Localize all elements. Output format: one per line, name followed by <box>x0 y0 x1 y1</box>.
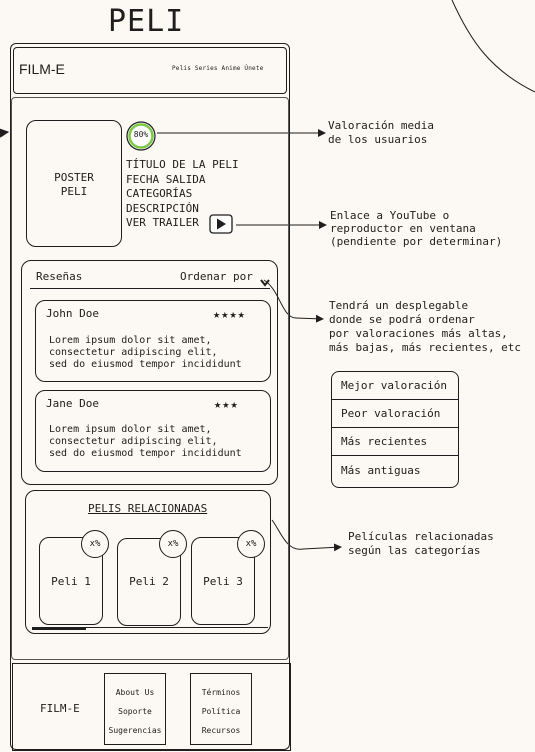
sort-dropdown[interactable]: Ordenar por <box>180 270 253 283</box>
left-edge-arrow <box>0 128 10 138</box>
footer-link-about[interactable]: About Us <box>115 688 155 697</box>
rating-badge: 80% <box>125 120 156 151</box>
reviews-divider <box>30 288 270 289</box>
footer-logo: FILM-E <box>40 702 80 715</box>
phone-frame <box>10 43 290 750</box>
review-text: Lorem ipsum dolor sit amet, consectetur … <box>49 424 242 459</box>
review-author: John Doe <box>46 307 99 320</box>
movie-release-date: FECHA SALIDA <box>126 172 206 186</box>
footer-links-1: About Us Soporte Sugerencias <box>104 683 166 740</box>
poster-placeholder <box>26 120 122 247</box>
annotation-sort: Tendrá un desplegable donde se podrá ord… <box>329 299 522 354</box>
related-scrollbar[interactable] <box>32 627 268 631</box>
site-footer <box>12 663 291 751</box>
related-section <box>25 490 271 634</box>
related-card-1[interactable] <box>39 537 103 625</box>
related-scrollbar-thumb[interactable] <box>32 627 86 630</box>
chevron-down-icon[interactable] <box>260 272 270 291</box>
footer-link-policy[interactable]: Política <box>201 707 241 716</box>
related-card-2[interactable] <box>117 538 181 626</box>
footer-column-2 <box>190 673 252 745</box>
header-logo[interactable]: FILM-E <box>19 61 65 77</box>
related-badge: x% <box>237 530 265 558</box>
related-label: Peli 2 <box>129 575 169 588</box>
annotation-trailer: Enlace a YouTube o reproductor en ventan… <box>330 209 503 248</box>
header-nav[interactable]: Pelis Series Anime Únete <box>172 65 264 72</box>
related-title: PELIS RELACIONADAS <box>88 502 208 515</box>
annotation-rating: Valoración media de los usuarios <box>328 119 434 146</box>
page-title: PELI <box>108 4 185 39</box>
footer-link-terms[interactable]: Términos <box>201 688 241 697</box>
sort-option-oldest[interactable]: Más antiguas <box>341 463 421 477</box>
movie-description: DESCRIPCIÓN <box>126 201 199 215</box>
reviews-title: Reseñas <box>36 270 83 283</box>
footer-column-1 <box>104 673 166 745</box>
review-stars: ★★★ <box>214 397 239 411</box>
rating-ring-icon <box>126 121 156 151</box>
sort-option-newest[interactable]: Más recientes <box>332 428 458 456</box>
footer-link-support[interactable]: Soporte <box>118 707 152 716</box>
main-content <box>11 97 289 660</box>
play-icon <box>209 214 233 234</box>
movie-title: TÍTULO DE LA PELI <box>126 158 239 171</box>
sort-option-best[interactable]: Mejor valoración <box>332 372 458 400</box>
review-author: Jane Doe <box>46 397 99 410</box>
review-stars: ★★★★ <box>213 307 246 321</box>
related-label: Peli 1 <box>51 575 91 588</box>
annotation-related: Películas relacionadas según las categor… <box>348 530 494 557</box>
reviews-section <box>21 260 278 485</box>
review-card <box>35 300 271 382</box>
play-trailer-button[interactable] <box>209 214 233 234</box>
decorative-curve <box>451 0 535 93</box>
footer-link-resources[interactable]: Recursos <box>201 726 241 735</box>
trailer-link[interactable]: VER TRAILER <box>126 216 199 229</box>
related-label: Peli 3 <box>203 575 243 588</box>
rating-value: 80% <box>133 130 149 139</box>
site-header <box>13 47 287 94</box>
related-card-3[interactable] <box>191 537 255 625</box>
related-badge: x% <box>81 530 109 558</box>
sort-option-worst[interactable]: Peor valoración <box>332 400 458 428</box>
movie-categories: CATEGORÍAS <box>126 187 193 200</box>
review-text: Lorem ipsum dolor sit amet, consectetur … <box>49 335 242 370</box>
review-card <box>35 390 271 472</box>
poster-label: POSTER PELI <box>54 171 94 198</box>
footer-links-2: Términos Política Recursos <box>190 683 252 740</box>
footer-link-suggestions[interactable]: Sugerencias <box>108 726 162 735</box>
movie-info: TÍTULO DE LA PELI FECHA SALIDA CATEGORÍA… <box>126 158 239 231</box>
related-badge: x% <box>159 530 187 558</box>
sort-options-list: Mejor valoración Peor valoración Más rec… <box>331 371 459 488</box>
